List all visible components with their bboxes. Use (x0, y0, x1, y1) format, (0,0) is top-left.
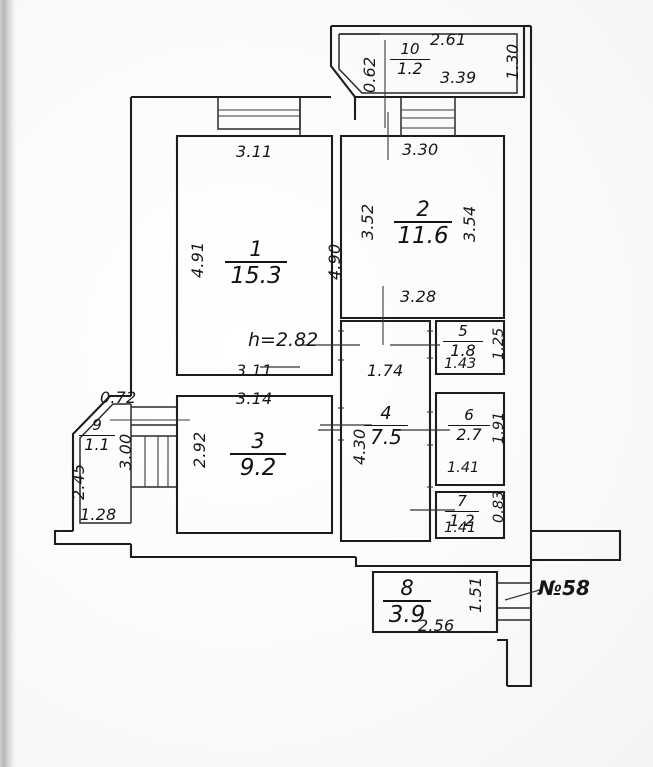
dim-room9-top: 0.72 (100, 388, 137, 407)
room-6-divider (448, 424, 490, 427)
paper-background (16, 0, 653, 767)
room-2-divider (394, 221, 452, 223)
dim-room2-right: 3.54 (460, 205, 479, 242)
room-8-outline (371, 570, 499, 634)
room-6-label: 6 2.7 (448, 406, 490, 445)
room-4-divider (364, 424, 408, 427)
dim-room9-bottom: 1.28 (80, 505, 117, 524)
scan-edge-shadow (0, 0, 16, 767)
dim-room8-right: 1.51 (466, 576, 485, 613)
window-room-1 (217, 97, 301, 136)
dim-room3-top: 3.14 (236, 389, 273, 408)
room-7-number: 7 (457, 492, 467, 510)
flat-number-label: №58 (538, 576, 590, 600)
room-2-label: 2 11.6 (394, 198, 452, 248)
dim-room4-left: 4.30 (350, 428, 369, 465)
exterior-walls (53, 24, 622, 688)
room-7-outline (434, 490, 506, 540)
dim-room10-bottom: 3.39 (440, 68, 477, 87)
room-7-divider (445, 510, 479, 513)
balcony-10-outline (338, 33, 518, 128)
room-4-area: 7.5 (370, 425, 402, 450)
room-4-number: 4 (380, 403, 392, 424)
room-1-area: 15.3 (230, 262, 282, 289)
ceiling-height-note: h=2.82 (248, 329, 319, 351)
room-3-divider (230, 453, 286, 455)
room-9-label: 9 1.1 (79, 416, 115, 455)
dim-room1-bottom: 3.11 (236, 361, 273, 380)
room-5-outline (434, 319, 506, 376)
room-9-number: 9 (92, 416, 102, 434)
room-4-outline (338, 286, 433, 543)
room-4-label: 4 7.5 (364, 403, 408, 450)
dim-room6-right: 1.91 (491, 411, 507, 444)
door-leaders (260, 344, 455, 511)
room-2-area: 11.6 (397, 222, 449, 249)
entrance-door-58 (497, 582, 544, 621)
dim-room10-right: 1.30 (503, 43, 522, 80)
dim-room7-bottom: 1.41 (444, 520, 477, 536)
dim-room9-right: 3.00 (116, 433, 135, 470)
dim-room2-left: 3.52 (358, 203, 377, 240)
room-7-label: 7 1.2 (445, 492, 479, 531)
room-8-divider (383, 600, 431, 602)
room-5-divider (443, 340, 483, 343)
room-5-number: 5 (458, 322, 468, 340)
room-1-number: 1 (249, 237, 263, 261)
room-6-number: 6 (464, 406, 474, 424)
room-8-number: 8 (400, 576, 414, 600)
room-6-area: 2.7 (456, 425, 482, 445)
room-6-outline (434, 391, 506, 487)
dim-room1-top: 3.11 (236, 142, 273, 161)
room-8-area: 3.9 (388, 601, 426, 628)
room-3-label: 3 9.2 (230, 430, 286, 480)
dim-room5-right: 1.25 (491, 327, 507, 360)
room-7-area: 1.2 (449, 511, 475, 531)
dim-room3-left: 2.92 (190, 431, 209, 468)
room-1-outline (175, 134, 334, 377)
room-8-label: 8 3.9 (383, 577, 431, 627)
room-10-divider (390, 58, 430, 61)
room-9-divider (79, 434, 115, 437)
room-10-number: 10 (400, 40, 420, 58)
dim-room4-top: 1.74 (367, 361, 404, 380)
room-1-label: 1 15.3 (225, 238, 287, 288)
room-5-label: 5 1.8 (443, 322, 483, 361)
room-2-outline (339, 134, 506, 320)
dim-room7-right: 0.83 (491, 490, 507, 523)
hall-partitions (110, 406, 190, 488)
dim-room5-bottom: 1.43 (444, 356, 477, 372)
room-9-area: 1.1 (84, 435, 110, 455)
room-5-area: 1.8 (450, 341, 476, 361)
dim-room2-bottom: 3.28 (400, 287, 437, 306)
window-room-2 (387, 97, 456, 160)
room-1-divider (225, 261, 287, 263)
dim-room10-diag: 0.62 (360, 56, 379, 93)
dim-room6-bottom: 1.41 (447, 460, 480, 476)
dim-room9-diag: 2.45 (69, 463, 88, 500)
dim-room10-top: 2.61 (430, 30, 467, 49)
dim-room1-right: 4.90 (325, 243, 344, 280)
balcony-9-outline (79, 403, 132, 524)
room-10-area: 1.2 (397, 59, 423, 79)
room-2-number: 2 (416, 197, 430, 221)
dim-room8-bottom: 2.56 (418, 616, 455, 635)
room-10-label: 10 1.2 (390, 40, 430, 79)
dim-room1-left: 4.91 (188, 241, 207, 278)
room-3-area: 9.2 (239, 454, 277, 481)
dim-room2-top: 3.30 (402, 140, 439, 159)
room-3-number: 3 (251, 429, 265, 453)
